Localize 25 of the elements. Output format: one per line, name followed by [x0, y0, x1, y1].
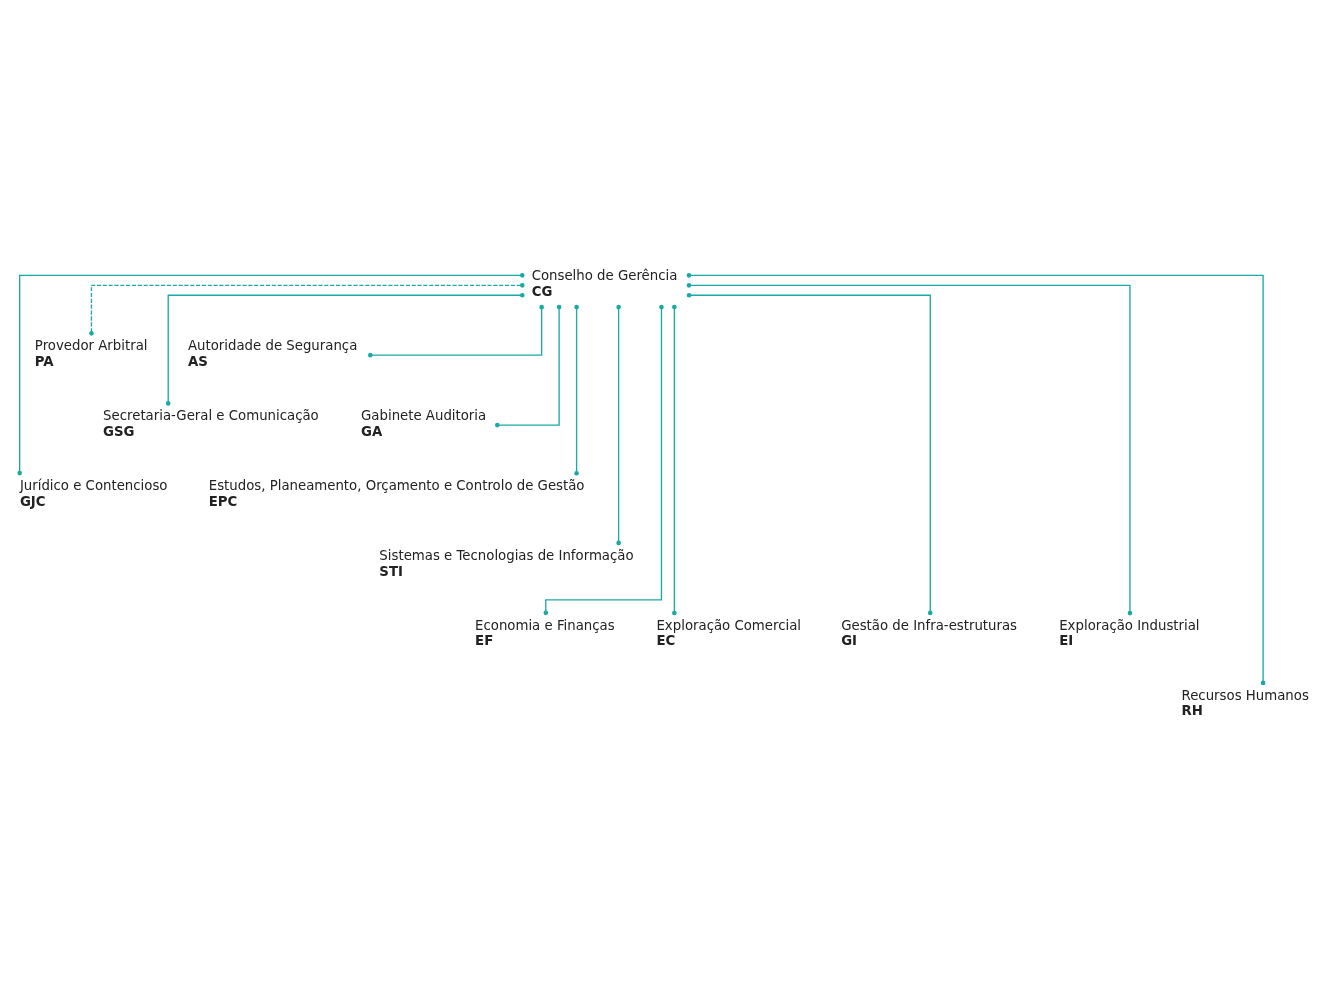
node-text: Estudos, Planeamento, Orçamento e Controlo de Gestão EPC [208, 477, 585, 509]
node-text: Sistemas e Tecnologias de Informação STI [379, 547, 634, 579]
node-text: Secretaria-Geral e Comunicação GSG [103, 407, 319, 439]
node-text: Exploração Comercial EC [656, 617, 802, 648]
connector [368, 304, 544, 358]
connector [165, 292, 525, 406]
node-text: Jurídico e Contencioso GJC [19, 477, 168, 509]
node-text: Provedor Arbitral PA [34, 337, 148, 369]
connector [686, 272, 1266, 685]
node-text: Exploração Industrial EI [1059, 617, 1200, 648]
connector [672, 304, 677, 615]
node-text: Autoridade de Segurança AS [187, 337, 358, 369]
connector [616, 304, 621, 545]
node-text: Gestão de Infra-estruturas GI [841, 617, 1018, 648]
node-text: Gabinete Auditoria GA [361, 407, 487, 439]
node-text: Conselho de Gerência CG [531, 267, 678, 299]
node-text: Recursos Humanos RH [1181, 687, 1309, 718]
node-text: Economia e Finanças EF [475, 617, 615, 648]
connector [495, 304, 562, 427]
connector [686, 282, 1133, 615]
connector [543, 304, 664, 615]
connector [686, 292, 933, 615]
connector [574, 304, 579, 476]
connector [89, 282, 525, 336]
connector [17, 272, 525, 475]
